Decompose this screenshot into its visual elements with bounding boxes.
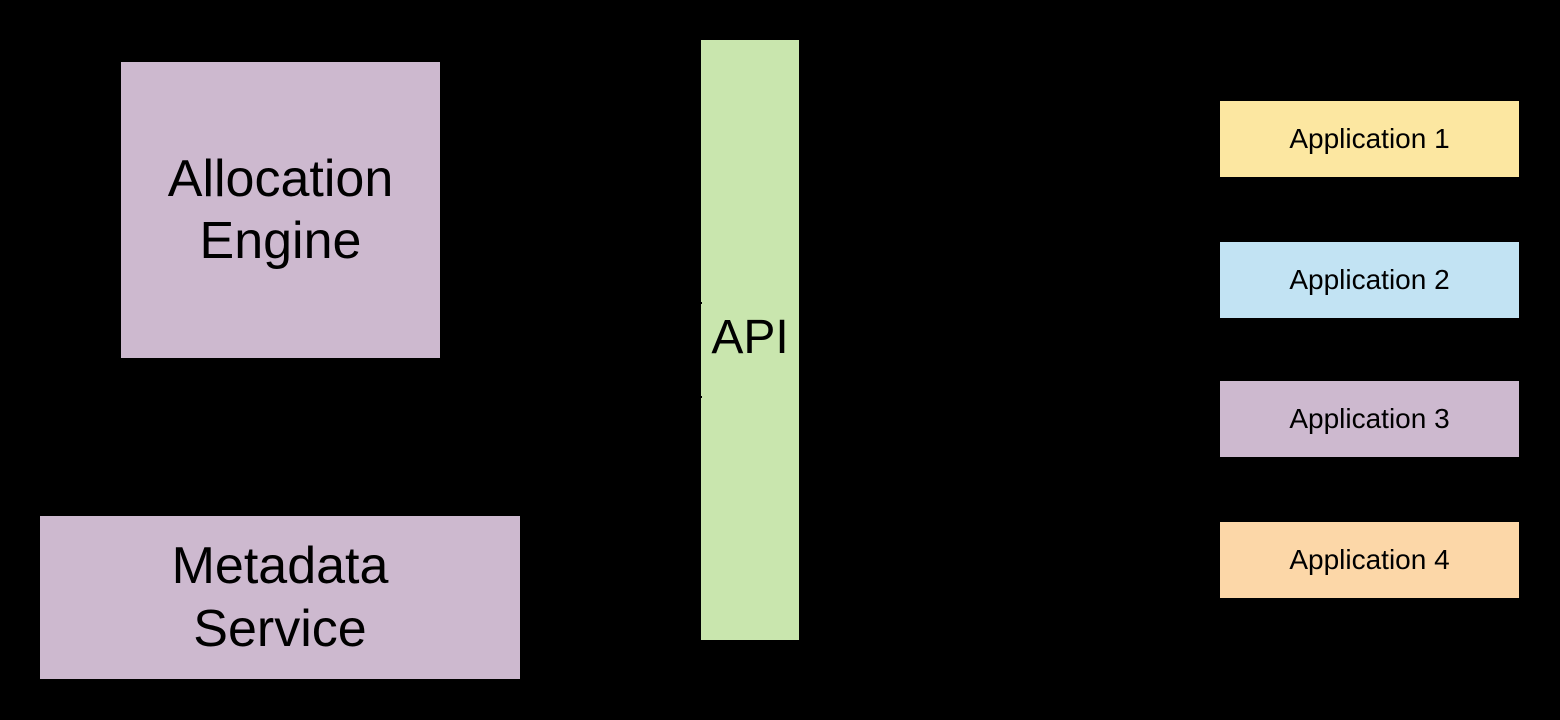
metadata-service-box: Metadata Service	[40, 513, 520, 679]
metadata-service-label: Metadata Service	[172, 535, 389, 660]
application-2-box: Application 2	[1217, 239, 1519, 321]
application-3-label: Application 3	[1289, 403, 1450, 435]
allocation-engine-label-line1: Allocation	[167, 149, 394, 208]
api-bar: API	[698, 40, 799, 640]
application-1-box: Application 1	[1217, 98, 1519, 180]
api-label: API	[711, 311, 789, 365]
allocation-metadata-connector-stub	[279, 510, 281, 516]
api-upper-connector-stub	[696, 302, 702, 304]
allocation-engine-box: Allocation Engine	[121, 59, 440, 358]
allocation-engine-label-line2: Engine	[199, 212, 362, 270]
allocation-engine-label: Allocation Engine	[168, 148, 393, 273]
metadata-service-label-line2: Service	[193, 599, 367, 658]
application-4-box: Application 4	[1217, 519, 1519, 601]
application-4-label: Application 4	[1289, 544, 1450, 576]
app3-lower-connector-stub	[1215, 440, 1220, 442]
application-3-box: Application 3	[1217, 378, 1519, 460]
application-2-label: Application 2	[1289, 264, 1450, 296]
app3-upper-connector-stub	[1215, 398, 1220, 400]
api-lower-connector-stub	[696, 396, 702, 398]
application-1-label: Application 1	[1289, 123, 1450, 155]
app1-lower-connector-stub	[1215, 160, 1220, 162]
metadata-service-label-line1: Metadata	[171, 537, 389, 596]
app1-upper-connector-stub	[1215, 117, 1220, 119]
